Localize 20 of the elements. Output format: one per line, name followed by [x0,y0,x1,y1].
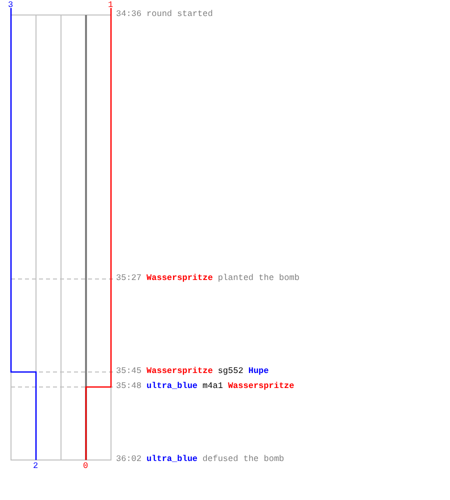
event-text: planted the bomb [218,274,300,282]
event-text: round started [146,10,213,18]
event-text: 35:27 [116,274,142,282]
value-label: 0 [83,462,88,470]
event-text: 35:45 [116,367,142,376]
event-text: 36:02 [116,455,142,464]
event-text: Wasserspritze [146,274,213,282]
event-text: sg552 [218,367,244,376]
event-text: Wasserspritze [228,382,294,390]
event-text: Wasserspritze [146,367,213,376]
event-text: defused the bomb [202,455,284,464]
value-label: 2 [33,462,38,470]
event-text: ultra_blue [146,382,198,390]
value-label: 3 [8,1,14,10]
event-text: Hupe [248,367,269,376]
event-text: ultra_blue [146,455,198,464]
value-label: 1 [108,1,114,10]
event-text: m4a1 [202,382,223,390]
event-text: 34:36 [116,10,142,18]
event-text: 35:48 [116,382,142,390]
